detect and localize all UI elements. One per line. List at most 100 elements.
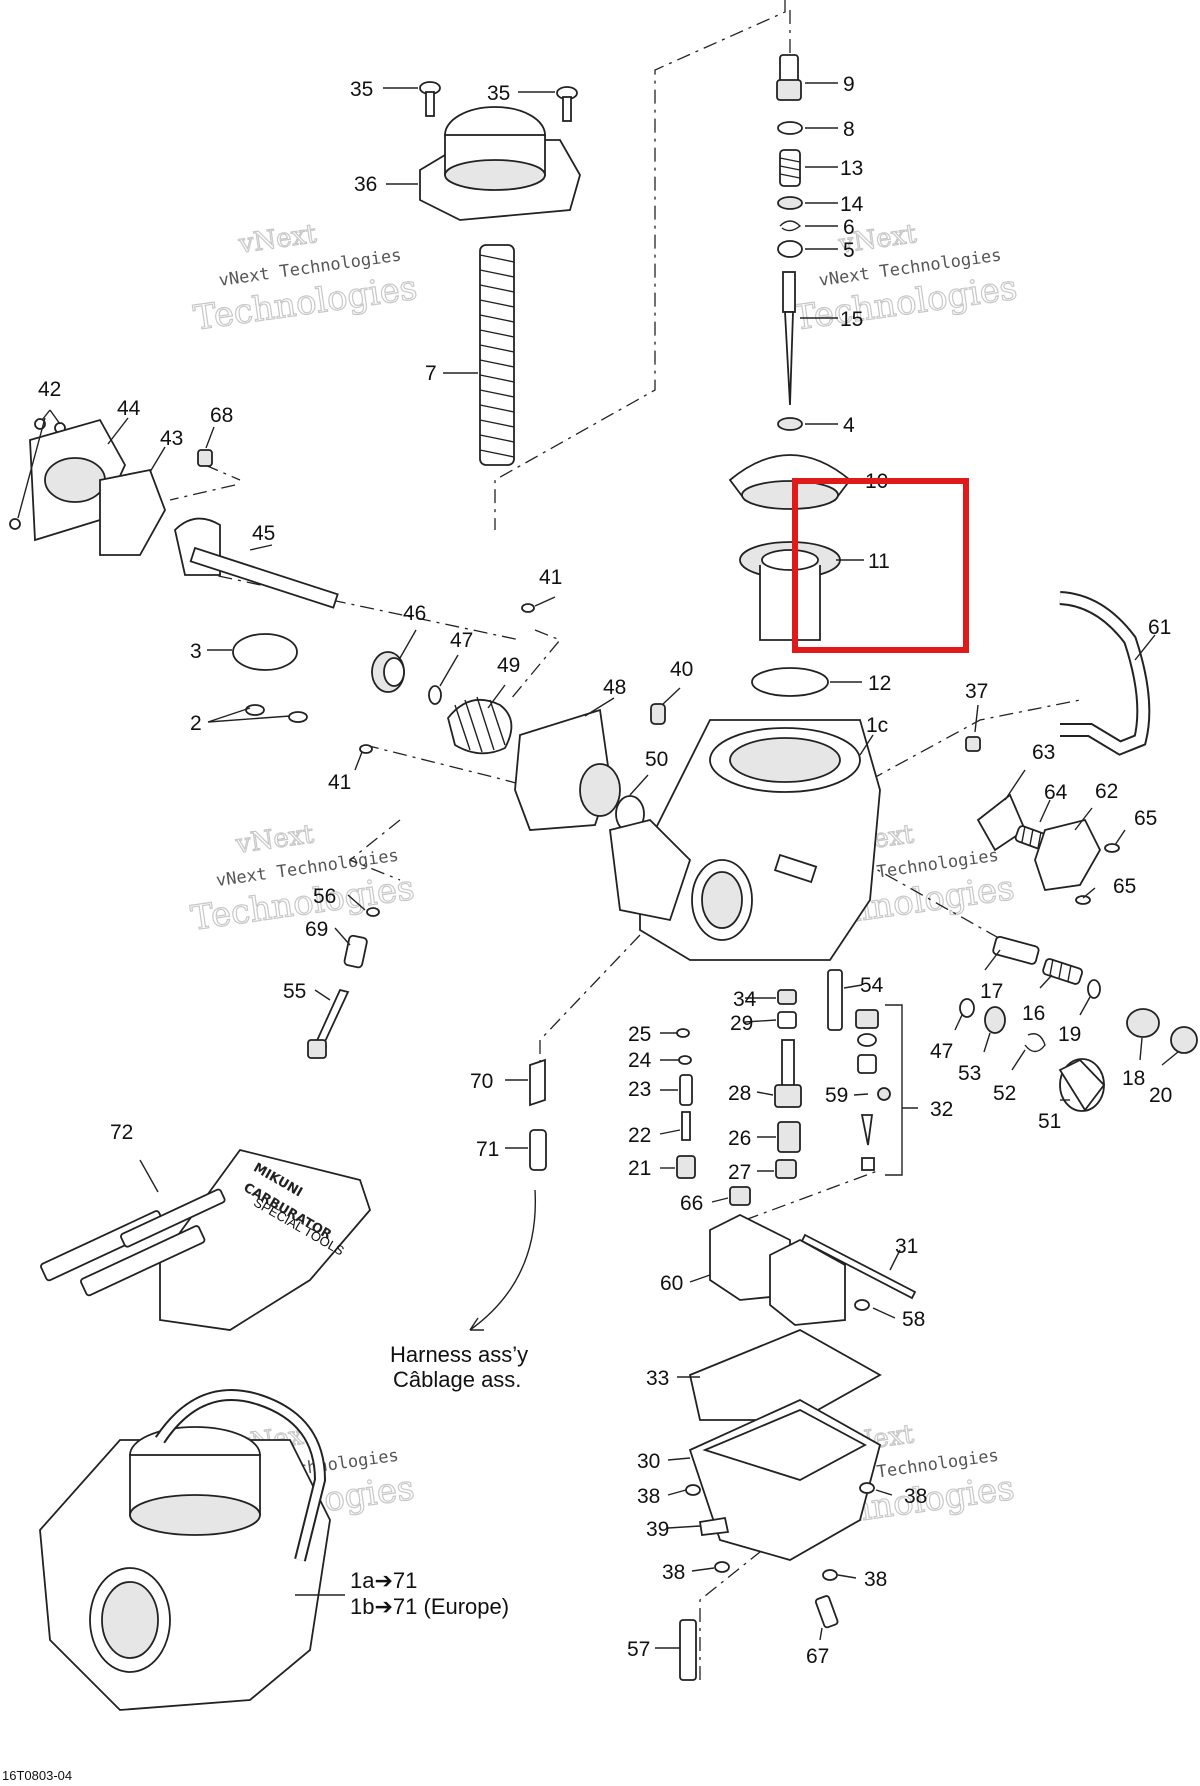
assembly-caption-1b: 1b➔71 (Europe) bbox=[350, 1594, 509, 1619]
part-label-55: 55 bbox=[283, 980, 306, 1003]
part-label-39: 39 bbox=[646, 1518, 669, 1541]
diaphragm-10-icon bbox=[728, 454, 852, 510]
part-label-67: 67 bbox=[806, 1645, 829, 1668]
part-label-72: 72 bbox=[110, 1121, 133, 1144]
tool-kit-72-icon: MIKUNI CARBURATOR SPECIAL TOOLS bbox=[40, 1148, 372, 1331]
bracket-70-icon bbox=[529, 1058, 546, 1107]
part-label-19: 19 bbox=[1058, 1023, 1081, 1046]
part-label-56: 56 bbox=[313, 885, 336, 908]
part-label-66: 66 bbox=[680, 1192, 703, 1215]
needle-22-icon bbox=[681, 1111, 691, 1141]
part-label-6: 6 bbox=[843, 216, 855, 239]
spring-13-icon bbox=[779, 149, 801, 187]
part-label-38: 38 bbox=[904, 1485, 927, 1508]
part-label-42: 42 bbox=[38, 378, 61, 401]
part-label-12: 12 bbox=[868, 672, 891, 695]
highlight-box bbox=[792, 478, 969, 653]
part-label-71: 71 bbox=[476, 1138, 499, 1161]
part-label-27: 27 bbox=[728, 1161, 751, 1184]
screw-38-c-icon bbox=[714, 1561, 730, 1573]
sensor-71-icon bbox=[529, 1129, 547, 1171]
plug-40-icon bbox=[650, 703, 666, 725]
part-label-11: 11 bbox=[868, 550, 890, 573]
part-label-33: 33 bbox=[646, 1367, 669, 1390]
watermark-top-left: vNext vNext Technologies Technologies bbox=[191, 218, 421, 339]
part-label-35: 35 bbox=[350, 78, 373, 101]
screw-38-b-icon bbox=[859, 1482, 875, 1494]
part-label-24: 24 bbox=[628, 1049, 652, 1072]
part-label-48: 48 bbox=[603, 676, 626, 699]
part-label-1c: 1c bbox=[866, 714, 888, 737]
part-label-36: 36 bbox=[354, 173, 377, 196]
harness-caption-en: Harness ass’y bbox=[390, 1342, 528, 1367]
o-ring-56-icon bbox=[366, 907, 380, 917]
o-ring-12-icon bbox=[751, 667, 829, 697]
part-label-41: 41 bbox=[539, 566, 562, 589]
o-ring-25-icon bbox=[676, 1028, 690, 1038]
part-label-44: 44 bbox=[117, 397, 141, 420]
throttle-shaft-45-icon bbox=[174, 517, 339, 609]
part-label-50: 50 bbox=[645, 748, 668, 771]
part-label-4: 4 bbox=[843, 414, 855, 437]
piston-slide-11-icon bbox=[739, 541, 841, 641]
spring-69-icon bbox=[343, 934, 368, 969]
part-label-60: 60 bbox=[660, 1272, 683, 1295]
clip-6-icon bbox=[779, 220, 802, 232]
part-label-18: 18 bbox=[1122, 1067, 1145, 1090]
part-label-63: 63 bbox=[1032, 741, 1055, 764]
part-label-8: 8 bbox=[843, 118, 855, 141]
part-label-40: 40 bbox=[670, 658, 693, 681]
part-label-13: 13 bbox=[840, 157, 863, 180]
housing-48-icon bbox=[514, 708, 621, 831]
washer-47-top-icon bbox=[428, 685, 442, 705]
jet-37-icon bbox=[965, 736, 981, 752]
part-label-51: 51 bbox=[1038, 1110, 1061, 1133]
part-label-32: 32 bbox=[930, 1098, 953, 1121]
drain-screw-67-icon bbox=[814, 1595, 839, 1629]
spring-7-icon bbox=[479, 244, 515, 466]
screw-65-top-icon bbox=[1104, 843, 1120, 853]
part-label-3: 3 bbox=[190, 640, 202, 663]
jet-34-icon bbox=[777, 989, 797, 1005]
part-label-45: 45 bbox=[252, 522, 275, 545]
part-label-22: 22 bbox=[628, 1124, 651, 1147]
cap-51-icon bbox=[1058, 1058, 1106, 1112]
part-label-17: 17 bbox=[980, 980, 1003, 1003]
screw-35-right-icon bbox=[556, 86, 578, 122]
nut-68-icon bbox=[197, 449, 213, 467]
holder-26-icon bbox=[777, 1121, 801, 1153]
o-ring-24-icon bbox=[678, 1055, 692, 1065]
part-label-49: 49 bbox=[497, 654, 520, 677]
part-label-54: 54 bbox=[860, 974, 884, 997]
part-number-labels: 35 35 36 7 9 8 13 14 6 5 15 4 10 11 12 4… bbox=[38, 73, 1172, 1668]
part-label-70: 70 bbox=[470, 1070, 493, 1093]
spacer-5-icon bbox=[777, 240, 803, 258]
part-label-9: 9 bbox=[843, 73, 855, 96]
part-label-47: 47 bbox=[450, 629, 473, 652]
screw-38-a-icon bbox=[685, 1484, 701, 1496]
o-ring-29-icon bbox=[777, 1011, 797, 1029]
part-label-23: 23 bbox=[628, 1078, 651, 1101]
tube-57-icon bbox=[679, 1619, 697, 1681]
harness-arrow bbox=[469, 1189, 537, 1331]
part-label-68: 68 bbox=[210, 404, 233, 427]
screw-41-top-icon bbox=[521, 603, 535, 613]
needle-jet-28-icon bbox=[774, 1039, 802, 1108]
part-label-52: 52 bbox=[993, 1082, 1016, 1105]
part-label-38: 38 bbox=[864, 1568, 887, 1591]
jet-21-icon bbox=[676, 1155, 696, 1179]
gasket-33-icon bbox=[688, 1329, 882, 1421]
part-label-7: 7 bbox=[425, 362, 437, 385]
leader-lines bbox=[17, 82, 1179, 1649]
part-label-30: 30 bbox=[637, 1450, 660, 1473]
part-label-46: 46 bbox=[403, 602, 426, 625]
screw-55-icon bbox=[307, 988, 350, 1059]
complete-carburetor-assembly-icon bbox=[39, 1389, 331, 1711]
spring-23-icon bbox=[679, 1074, 693, 1106]
part-label-53: 53 bbox=[958, 1062, 981, 1085]
part-label-2: 2 bbox=[190, 712, 202, 735]
cover-62-icon bbox=[1034, 818, 1102, 891]
washer-4-icon bbox=[777, 417, 803, 431]
clip-39-icon bbox=[698, 1516, 730, 1536]
